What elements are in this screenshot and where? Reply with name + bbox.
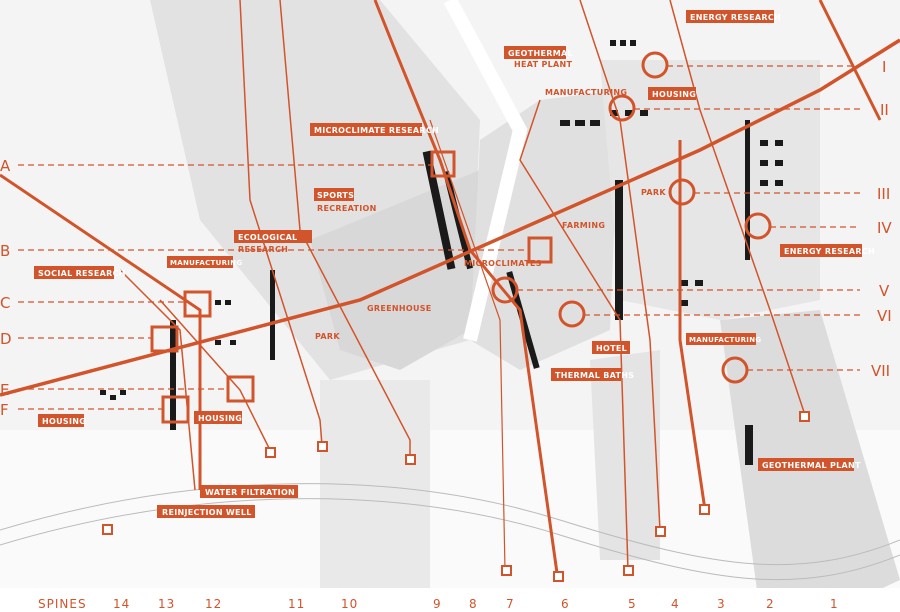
label-geothermal-heat-plant: GEOTHERMAL HEAT PLANT	[504, 46, 573, 69]
spine-5: 5	[628, 597, 637, 611]
svg-text:SOCIAL RESEARCH: SOCIAL RESEARCH	[38, 269, 126, 278]
svg-text:ECOLOGICAL: ECOLOGICAL	[238, 233, 297, 242]
section-iv: IV	[877, 219, 892, 237]
spine-lines	[0, 0, 900, 581]
label-energy-research-top: ENERGY RESEARCH	[686, 10, 781, 23]
svg-text:REINJECTION WELL: REINJECTION WELL	[162, 508, 252, 517]
svg-text:RECREATION: RECREATION	[317, 204, 377, 213]
section-v: V	[879, 282, 890, 300]
svg-text:ENERGY RESEARCH: ENERGY RESEARCH	[784, 247, 875, 256]
spine-4: 4	[671, 597, 680, 611]
spines-title: SPINES	[38, 597, 87, 611]
svg-text:MANUFACTURING: MANUFACTURING	[689, 336, 761, 344]
spine-6: 6	[561, 597, 570, 611]
section-letter-labels: A B C D E F I II III IV V VI VII	[0, 58, 892, 419]
spine-8: 8	[469, 597, 478, 611]
label-farming: FARMING	[562, 221, 605, 230]
section-d: D	[0, 330, 12, 348]
section-f: F	[0, 401, 9, 419]
svg-text:ENERGY RESEARCH: ENERGY RESEARCH	[690, 13, 781, 22]
spine-end-markers	[102, 411, 810, 582]
label-reinjection-well: REINJECTION WELL	[157, 505, 255, 518]
spine-11: 11	[288, 597, 305, 611]
spines-legend: SPINES 14 13 12 11 10 9 8 7 6 5 4 3 2 1	[38, 597, 839, 611]
label-park-w: PARK	[315, 332, 340, 341]
svg-text:THERMAL BATHS: THERMAL BATHS	[555, 371, 634, 380]
section-c: C	[0, 294, 10, 312]
section-vii: VII	[871, 362, 890, 380]
section-iii: III	[877, 185, 890, 203]
label-thermal-baths: THERMAL BATHS	[551, 368, 634, 381]
label-housing-ne: HOUSING	[648, 87, 696, 100]
svg-text:GEOTHERMAL: GEOTHERMAL	[508, 49, 573, 58]
section-lines	[18, 65, 860, 410]
label-housing-w: HOUSING	[38, 414, 86, 427]
label-hotel: HOTEL	[592, 341, 630, 354]
section-e: E	[0, 381, 9, 399]
section-i: I	[882, 58, 886, 76]
label-microclimates: MICROCLIMATES	[464, 259, 542, 268]
svg-text:HOUSING: HOUSING	[652, 90, 696, 99]
label-housing-c: HOUSING	[194, 411, 242, 424]
section-a: A	[0, 157, 11, 175]
section-vi: VI	[877, 307, 892, 325]
section-ii: II	[880, 101, 889, 119]
program-labels: ENERGY RESEARCH GEOTHERMAL HEAT PLANT MAN…	[34, 10, 875, 518]
label-manufacturing-w: MANUFACTURING	[167, 256, 242, 268]
section-b: B	[0, 242, 10, 260]
svg-text:RESEARCH: RESEARCH	[238, 245, 288, 254]
svg-text:WATER FILTRATION: WATER FILTRATION	[205, 488, 295, 497]
svg-text:HOTEL: HOTEL	[596, 344, 627, 353]
spine-13: 13	[158, 597, 175, 611]
svg-text:GEOTHERMAL PLANT: GEOTHERMAL PLANT	[762, 461, 861, 470]
spine-3: 3	[717, 597, 726, 611]
spine-12: 12	[205, 597, 222, 611]
label-microclimate-research: MICROCLIMATE RESEARCH	[310, 123, 439, 136]
svg-text:HEAT PLANT: HEAT PLANT	[514, 60, 573, 69]
label-manufacturing-se: MANUFACTURING	[686, 333, 761, 345]
spine-2: 2	[766, 597, 775, 611]
spine-10: 10	[341, 597, 358, 611]
spine-1: 1	[830, 597, 839, 611]
label-sports-recreation: SPORTS RECREATION	[314, 188, 377, 213]
svg-text:MANUFACTURING: MANUFACTURING	[170, 259, 242, 267]
svg-text:HOUSING: HOUSING	[42, 417, 86, 426]
main-axis	[0, 38, 900, 397]
svg-text:SPORTS: SPORTS	[317, 191, 354, 200]
svg-text:HOUSING: HOUSING	[198, 414, 242, 423]
label-park-e: PARK	[641, 188, 666, 197]
label-social-research: SOCIAL RESEARCH	[34, 266, 126, 279]
label-water-filtration: WATER FILTRATION	[200, 485, 298, 498]
spine-14: 14	[113, 597, 130, 611]
label-energy-research-e: ENERGY RESEARCH	[780, 244, 875, 257]
svg-text:MICROCLIMATE RESEARCH: MICROCLIMATE RESEARCH	[314, 126, 439, 135]
spine-9: 9	[433, 597, 442, 611]
label-greenhouse: GREENHOUSE	[367, 304, 432, 313]
label-ecological-research: ECOLOGICAL RESEARCH	[234, 230, 312, 254]
label-geothermal-plant: GEOTHERMAL PLANT	[758, 458, 861, 471]
label-manufacturing-ne: MANUFACTURING	[545, 88, 627, 97]
spine-7: 7	[506, 597, 515, 611]
